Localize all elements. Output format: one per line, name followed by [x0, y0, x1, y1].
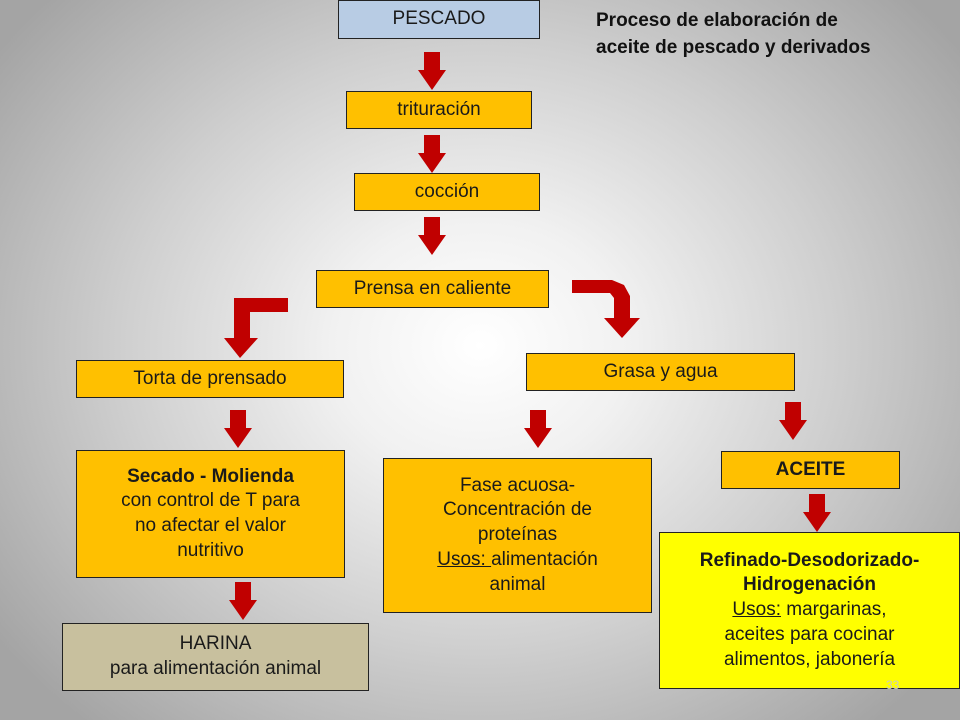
node-fase-usos-text: alimentación [491, 548, 598, 570]
down-arrow-icon [224, 410, 252, 448]
node-refinado-line-4: aceites para cocinar [724, 623, 895, 645]
node-trituracion: trituración [346, 91, 532, 129]
node-prensa: Prensa en caliente [316, 270, 549, 308]
down-arrow-icon [229, 582, 257, 620]
node-harina-line-1: HARINA [179, 633, 252, 655]
down-arrow-icon [418, 217, 446, 255]
curved-arrow-left-icon [224, 298, 288, 358]
node-coccion-label: cocción [414, 180, 480, 202]
node-torta-label: Torta de prensado [133, 367, 287, 389]
node-secado-line-3: no afectar el valor [134, 515, 287, 536]
page-number: 33 [886, 678, 900, 692]
node-fase-line-2: Concentración de [443, 499, 592, 521]
node-fase-line-1: Fase acuosa- [459, 474, 576, 496]
title-line-1: Proceso de elaboración de [596, 10, 838, 31]
node-coccion: cocción [354, 173, 540, 211]
down-arrow-icon [524, 410, 552, 448]
node-harina-line-2: para alimentación animal [109, 658, 322, 679]
node-grasa: Grasa y agua [526, 353, 795, 391]
node-refinado-line-1: Refinado-Desodorizado- [699, 549, 920, 571]
node-refinado-line-2: Hidrogenación [742, 574, 876, 596]
node-torta: Torta de prensado [76, 360, 344, 398]
diagram-title: Proceso de elaboración de aceite de pesc… [596, 8, 871, 61]
down-arrow-icon [803, 494, 831, 532]
node-aceite: ACEITE [721, 451, 900, 489]
node-refinado-line-5: alimentos, jabonería [723, 648, 896, 670]
node-pescado-label: PESCADO [392, 8, 486, 30]
node-aceite-label: ACEITE [775, 458, 846, 480]
node-secado-line-4: nutritivo [177, 539, 244, 561]
node-secado-line-1: Secado - Molienda [127, 465, 294, 487]
node-refinado-usos-line: Usos: margarinas, [732, 598, 886, 623]
node-fase-usos-label: Usos: [437, 548, 492, 570]
down-arrow-icon [418, 52, 446, 90]
node-refinado-usos-label: Usos: [732, 599, 781, 621]
node-refinado: Refinado-Desodorizado- Hidrogenación Uso… [659, 532, 960, 689]
curved-arrow-right-icon [572, 280, 640, 338]
node-harina: HARINA para alimentación animal [62, 623, 369, 691]
node-fase-line-5: animal [489, 573, 546, 595]
node-prensa-label: Prensa en caliente [353, 277, 512, 299]
node-secado-line-2: con control de T para [121, 490, 300, 512]
title-line-2: aceite de pescado y derivados [596, 36, 871, 58]
node-grasa-label: Grasa y agua [603, 360, 718, 382]
down-arrow-icon [418, 135, 446, 173]
node-trituracion-label: trituración [397, 98, 481, 120]
node-fase-line-3: proteínas [477, 524, 558, 546]
node-refinado-usos-text: margarinas, [780, 599, 887, 621]
node-fase-usos-line: Usos: alimentación [437, 548, 598, 573]
node-secado: Secado - Molienda con control de T para … [76, 450, 345, 578]
down-arrow-icon [779, 402, 807, 440]
node-pescado: PESCADO [338, 0, 540, 39]
node-fase-acuosa: Fase acuosa- Concentración de proteínas … [383, 458, 652, 613]
